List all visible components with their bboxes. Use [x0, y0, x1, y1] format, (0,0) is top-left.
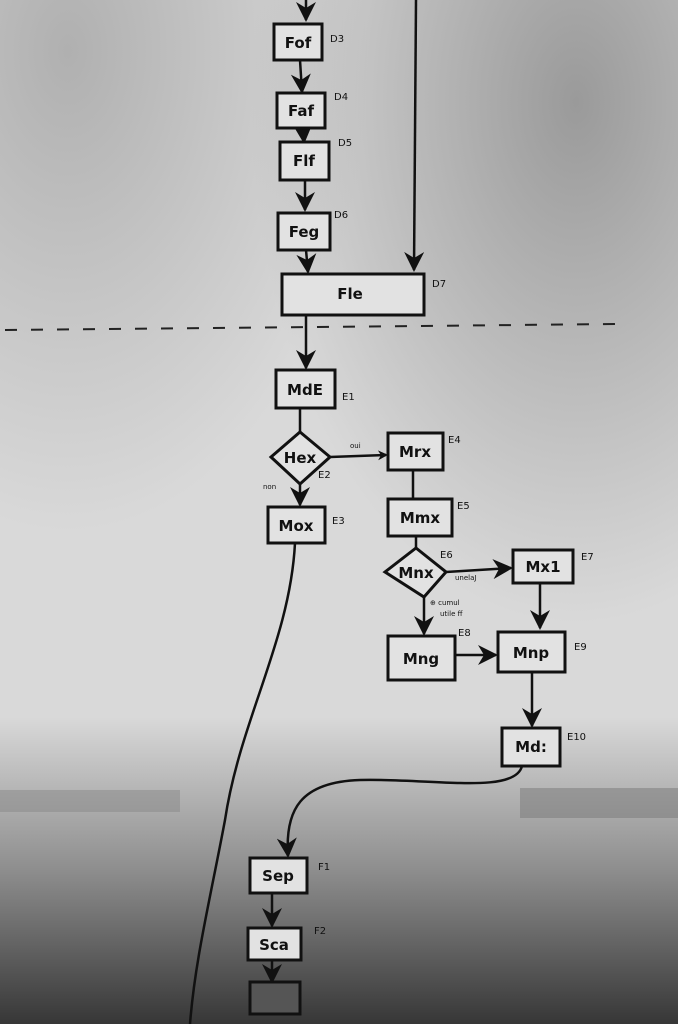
node-tag: E5 — [457, 501, 470, 512]
dashed-divider — [4, 323, 621, 331]
node-tag: D6 — [334, 210, 348, 221]
node-shape — [386, 497, 454, 538]
edge-label-mnx-down-1: ⊕ cumul — [430, 599, 460, 607]
node-shape — [248, 856, 309, 895]
node-mrx: Mrx E4 — [386, 431, 461, 472]
node-third-s — [248, 980, 302, 1016]
node-tag: D5 — [338, 138, 352, 149]
node-tag: F2 — [314, 926, 326, 937]
node-shape — [266, 505, 327, 545]
node-fle: Fle D7 — [280, 272, 446, 317]
node-shape — [496, 630, 567, 674]
connector-arrow — [188, 542, 297, 1024]
edges — [188, 0, 550, 1024]
node-label: Mnx — [398, 564, 434, 582]
node-faf: Faf D4 — [275, 91, 348, 130]
node-label: Mnp — [513, 644, 550, 662]
node-label: Sca — [259, 936, 289, 954]
edge-label-oui: oui — [350, 442, 361, 450]
node-shape — [268, 430, 333, 487]
node-tag: D4 — [334, 92, 348, 103]
node-tag: E1 — [342, 392, 355, 403]
node-label: Flf — [293, 152, 315, 170]
node-tag: E10 — [567, 732, 586, 743]
node-shape — [276, 211, 332, 252]
connector-arrow — [404, 0, 425, 272]
node-mnx-decision: Mnx E6 — [382, 546, 453, 599]
edge-label-mnx-right: unelaJ — [455, 574, 476, 582]
shadow-band-left — [0, 790, 180, 812]
node-label: Fle — [337, 285, 363, 303]
connector-arrow — [292, 123, 313, 144]
node-shape — [500, 726, 562, 768]
node-md: Md: E10 — [500, 726, 586, 768]
connector-arrow — [329, 450, 388, 461]
node-tag: E4 — [448, 435, 461, 446]
node-label: Mox — [279, 517, 314, 535]
connector-arrow — [276, 765, 524, 858]
node-shape — [246, 926, 303, 962]
node-mox: Mox E3 — [266, 505, 345, 545]
node-tag: E7 — [581, 552, 594, 563]
node-tag: E3 — [332, 516, 345, 527]
node-shape — [272, 22, 324, 62]
node-label: Md: — [515, 738, 547, 756]
node-tag: E9 — [574, 642, 587, 653]
node-tag: D7 — [432, 279, 446, 290]
node-tag: F1 — [318, 862, 330, 873]
node-label: Sep — [262, 867, 294, 885]
node-shape — [511, 548, 575, 585]
node-tag: E6 — [440, 550, 453, 561]
node-sep: Sep F1 — [248, 856, 330, 895]
node-mx1: Mx1 E7 — [511, 548, 594, 585]
shadow-band-right — [520, 788, 678, 818]
node-tag: D3 — [330, 34, 344, 45]
node-shape — [280, 272, 426, 317]
node-mmx: Mmx E5 — [386, 497, 470, 538]
node-mng: Mng E8 — [386, 628, 471, 682]
edge-label-mnx-down-2: utile ff — [440, 610, 463, 618]
node-mnp: Mnp E9 — [496, 630, 587, 674]
node-tag: E2 — [318, 470, 331, 481]
node-label: Mx1 — [525, 558, 560, 576]
node-fof: Fof D3 — [272, 22, 344, 62]
node-shape — [278, 140, 331, 182]
node-flf: Flf D5 — [278, 138, 352, 182]
node-shape — [248, 980, 302, 1016]
node-label: Mmx — [400, 509, 441, 527]
node-shape — [386, 431, 445, 472]
node-feg: Feg D6 — [276, 210, 348, 252]
node-shape — [275, 91, 327, 130]
edge-label-non: non — [263, 483, 276, 491]
node-shape — [382, 546, 449, 599]
node-label: Faf — [288, 102, 314, 120]
node-label: MdE — [287, 381, 323, 399]
connector-arrow — [296, 249, 317, 274]
connector-arrow — [290, 59, 311, 94]
node-label: Mrx — [399, 443, 431, 461]
node-tag: E8 — [458, 628, 471, 639]
node-label: Fof — [285, 34, 312, 52]
node-label: Mng — [403, 650, 439, 668]
node-label: Hex — [284, 449, 317, 467]
node-shape — [274, 368, 337, 410]
node-shape — [386, 634, 457, 682]
node-label: Feg — [289, 223, 320, 241]
connector-arrow — [445, 559, 513, 580]
node-sca: Sca F2 — [246, 926, 326, 962]
node-mde: MdE E1 — [274, 368, 355, 410]
